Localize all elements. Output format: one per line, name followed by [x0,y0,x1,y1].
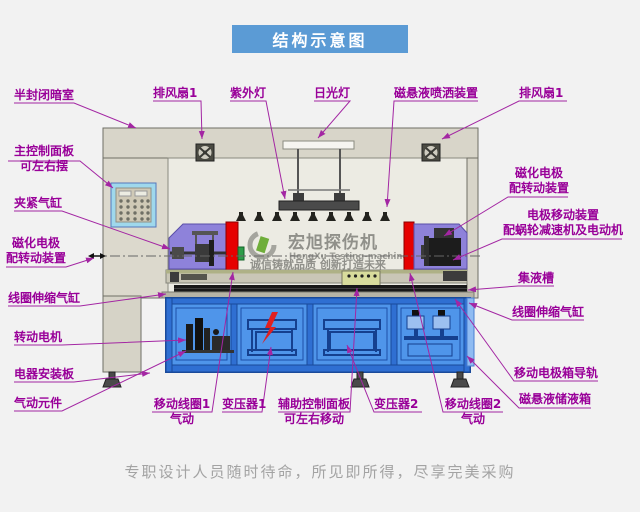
watermark: 宏旭探伤机 HongXu Testing-machine 诚信铸就品质 创新打造… [247,230,408,271]
main-control-panel [110,182,157,228]
label-electrical-mounting-plate: 电器安装板 [14,367,75,381]
transformer-1-shape [247,312,297,356]
exhaust-fan-left-icon [195,143,215,162]
pump-units-shape [404,310,458,357]
hanging-lamps [278,140,360,211]
label-moving-coil-1: 移动线圈1 气动 [153,397,211,426]
machine-feet [102,371,470,388]
label-fluorescent-lamp: 日光灯 [314,86,351,100]
suspension-tank-shape [466,297,475,367]
watermark-brand-en: HongXu Testing-machine [289,252,408,262]
label-main-control-panel: 主控制面板 可左右摆 [13,144,74,173]
workbench [161,269,475,299]
watermark-brand-cn: 宏旭探伤机 [288,232,378,253]
label-pneumatic-components: 气动元件 [14,396,63,410]
pneumatic-components-shape [182,318,234,353]
watermark-slogan: 诚信铸就品质 创新打造未来 [250,257,387,271]
label-exhaust-fan-right: 排风扇1 [519,86,564,100]
footer-slogan: 专职设计人员随时待命，所见即所得，尽享完美采购 [124,463,516,481]
label-aux-control-panel: 辅助控制面板 可左右移动 [278,397,351,426]
label-exhaust-fan-left: 排风扇1 [153,86,198,100]
page-title: 结构示意图 [232,25,408,53]
axis-centerline [88,253,480,259]
label-uv-lamp: 紫外灯 [230,86,267,100]
moving-coil-2-shape [403,221,415,271]
label-magnetizing-electrode-left: 磁化电极 配转动装置 [6,236,67,265]
lower-cabinet [165,297,475,373]
exhaust-fan-right-icon [421,143,441,162]
aux-control-panel-shape [341,270,381,287]
label-electrode-box-rail: 移动电极箱导轨 [514,366,599,380]
label-moving-coil-2: 移动线圈2 气动 [444,397,502,426]
label-spray-device: 磁悬液喷洒装置 [394,86,479,100]
label-magnetizing-electrode-right: 磁化电极 配转动装置 [508,166,569,195]
label-rotation-motor: 转动电机 [14,330,63,344]
label-transformer-1: 变压器1 [222,397,267,411]
label-liquid-collection-trough: 集液槽 [518,271,555,285]
label-suspension-tank: 磁悬液储液箱 [519,392,592,406]
label-clamp-cylinder: 夹紧气缸 [14,196,63,210]
label-semi-enclosed-darkroom: 半封闭暗室 [14,88,75,102]
spray-nozzles [236,212,390,221]
electrode-assembly-left [170,231,226,266]
moving-coil-1-shape [225,221,239,271]
label-electrode-moving-device: 电极移动装置 配蜗轮减速机及电动机 [502,208,623,237]
label-transformer-2: 变压器2 [374,397,419,411]
label-coil-cylinder-right: 线圈伸缩气缸 [512,305,585,319]
leader-lines [6,100,622,413]
label-coil-cylinder-left: 线圈伸缩气缸 [8,291,81,305]
